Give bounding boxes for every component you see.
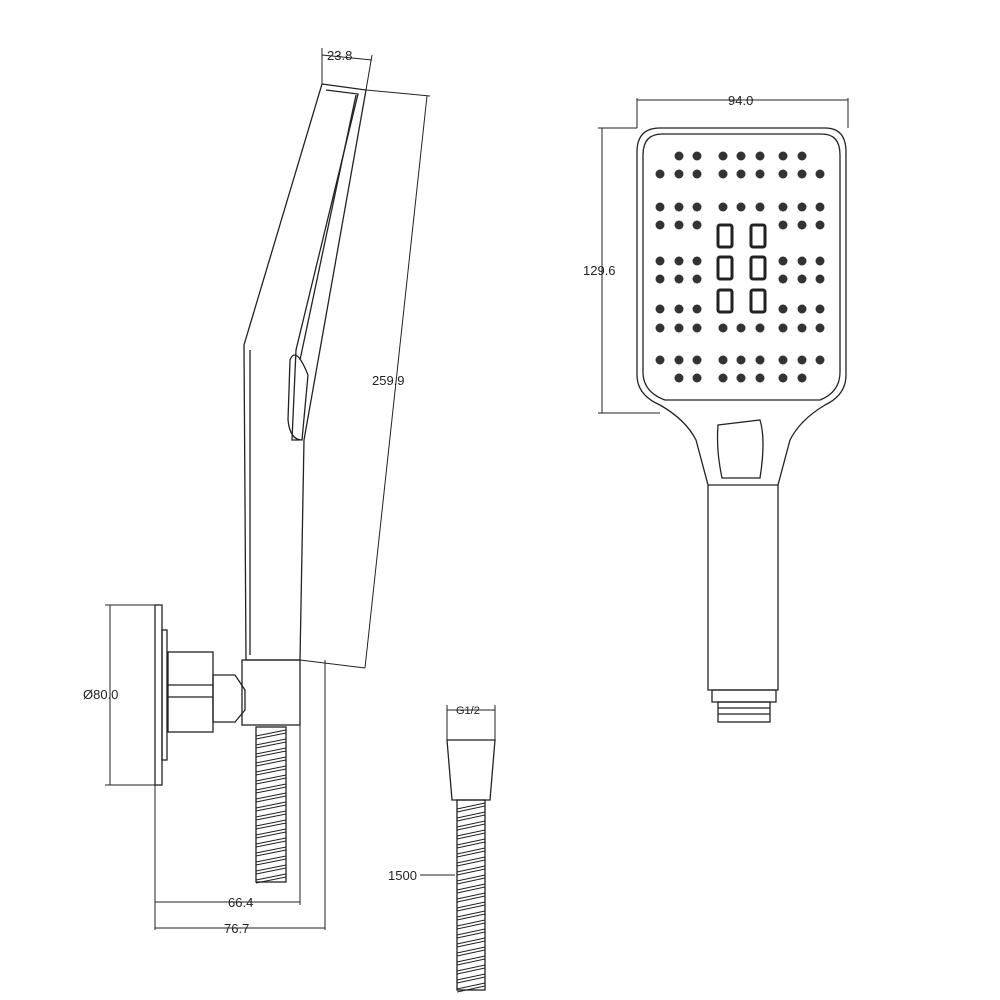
spray-hole — [736, 355, 746, 365]
spray-hole — [797, 304, 807, 314]
spray-hole — [797, 151, 807, 161]
side-view-handset — [243, 83, 367, 661]
massage-nozzle — [749, 288, 767, 314]
spray-hole — [674, 202, 684, 212]
spray-hole — [797, 323, 807, 333]
spray-hole — [655, 304, 665, 314]
wall-bracket — [154, 604, 301, 786]
spray-hole — [755, 355, 765, 365]
spray-hole — [692, 202, 702, 212]
spray-hole — [718, 151, 728, 161]
spray-hole — [797, 355, 807, 365]
spray-hole — [674, 151, 684, 161]
spray-hole — [797, 256, 807, 266]
spray-hole — [674, 373, 684, 383]
front-view-handset — [636, 127, 847, 723]
spray-hole — [778, 151, 788, 161]
spray-hole — [674, 323, 684, 333]
spray-hole — [655, 355, 665, 365]
spray-hole — [655, 256, 665, 266]
spray-hole — [718, 323, 728, 333]
dim-projection-inner: 66.4 — [228, 895, 253, 910]
spray-hole — [692, 355, 702, 365]
spray-hole — [655, 169, 665, 179]
spray-hole — [674, 355, 684, 365]
spray-hole — [674, 256, 684, 266]
hose-right — [446, 739, 496, 993]
spray-hole — [778, 169, 788, 179]
spray-hole — [778, 256, 788, 266]
spray-hole — [778, 304, 788, 314]
spray-hole — [815, 274, 825, 284]
spray-hole — [718, 373, 728, 383]
spray-hole — [736, 373, 746, 383]
spray-hole — [815, 169, 825, 179]
massage-nozzle — [749, 255, 767, 281]
massage-nozzle — [716, 255, 734, 281]
spray-hole — [692, 169, 702, 179]
dim-projection-outer: 76.7 — [224, 921, 249, 936]
dim-head-width: 94.0 — [728, 93, 753, 108]
spray-hole — [718, 202, 728, 212]
spray-hole — [692, 323, 702, 333]
spray-hole — [755, 202, 765, 212]
spray-hole — [692, 220, 702, 230]
spray-hole — [755, 373, 765, 383]
spray-hole — [797, 220, 807, 230]
spray-hole — [778, 323, 788, 333]
spray-hole — [778, 202, 788, 212]
spray-hole — [797, 274, 807, 284]
spray-hole — [736, 169, 746, 179]
hose-left — [255, 726, 287, 884]
spray-hole — [778, 274, 788, 284]
spray-hole — [674, 220, 684, 230]
massage-nozzles — [716, 223, 767, 314]
dim-handle-length: 259.9 — [372, 373, 405, 388]
dim-head-depth: 23.8 — [327, 48, 352, 63]
dim-head-height: 129.6 — [583, 263, 616, 278]
spray-hole — [674, 169, 684, 179]
spray-hole — [797, 373, 807, 383]
massage-nozzle — [716, 223, 734, 249]
spray-hole — [797, 202, 807, 212]
spray-hole — [755, 169, 765, 179]
dim-thread: G1/2 — [456, 705, 480, 717]
spray-nozzles — [655, 151, 825, 383]
spray-hole — [718, 169, 728, 179]
spray-hole — [778, 220, 788, 230]
massage-nozzle — [749, 223, 767, 249]
spray-hole — [815, 220, 825, 230]
spray-hole — [674, 274, 684, 284]
spray-hole — [692, 256, 702, 266]
spray-hole — [736, 151, 746, 161]
spray-hole — [692, 151, 702, 161]
spray-hole — [778, 373, 788, 383]
dimension-lines — [105, 48, 849, 930]
spray-hole — [797, 169, 807, 179]
spray-hole — [778, 355, 788, 365]
dim-hose-length: 1500 — [388, 868, 417, 883]
spray-hole — [815, 202, 825, 212]
spray-hole — [736, 202, 746, 212]
spray-hole — [815, 323, 825, 333]
spray-hole — [655, 274, 665, 284]
spray-hole — [815, 256, 825, 266]
spray-hole — [692, 373, 702, 383]
spray-hole — [655, 323, 665, 333]
spray-hole — [655, 220, 665, 230]
spray-hole — [815, 355, 825, 365]
massage-nozzle — [716, 288, 734, 314]
spray-hole — [655, 202, 665, 212]
spray-hole — [718, 355, 728, 365]
spray-hole — [736, 323, 746, 333]
dim-flange-diameter: Ø80.0 — [83, 687, 118, 702]
spray-hole — [755, 151, 765, 161]
spray-hole — [692, 274, 702, 284]
spray-hole — [815, 304, 825, 314]
spray-hole — [692, 304, 702, 314]
spray-hole — [755, 323, 765, 333]
spray-hole — [674, 304, 684, 314]
